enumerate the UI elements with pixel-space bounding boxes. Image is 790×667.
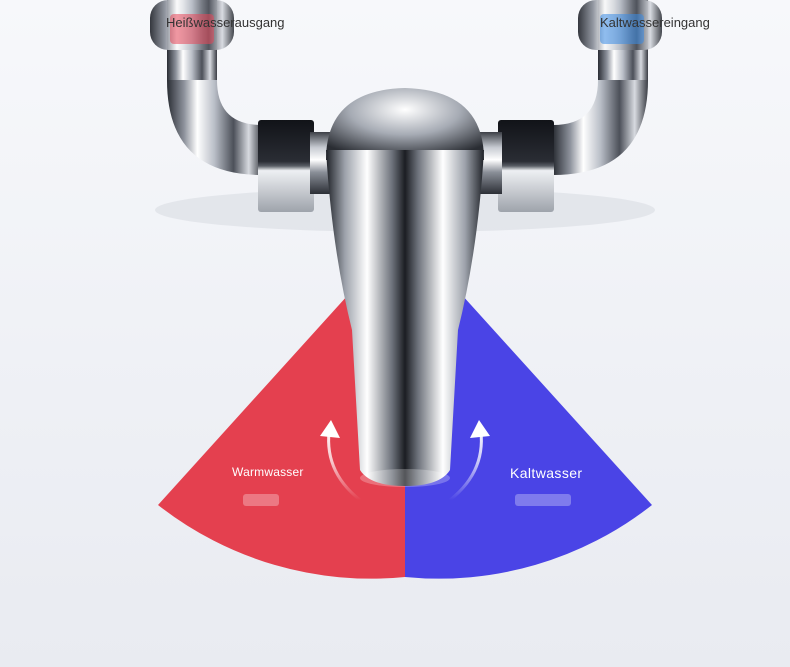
cold-water-label: Kaltwasser xyxy=(510,465,583,481)
right-rotation-arrow xyxy=(449,420,490,502)
left-nut xyxy=(258,120,314,212)
cold-sector xyxy=(405,232,652,579)
warm-sector xyxy=(158,232,405,579)
hot-pipe xyxy=(150,0,262,175)
spout xyxy=(326,150,484,486)
warm-water-label: Warmwasser xyxy=(232,465,304,479)
right-nut xyxy=(498,120,554,212)
left-rotation-arrow xyxy=(320,420,361,502)
cold-inlet-label: Kaltwassereingang xyxy=(600,15,710,30)
hot-outlet-label: Heißwasserausgang xyxy=(166,15,285,30)
cold-pipe xyxy=(553,0,662,175)
